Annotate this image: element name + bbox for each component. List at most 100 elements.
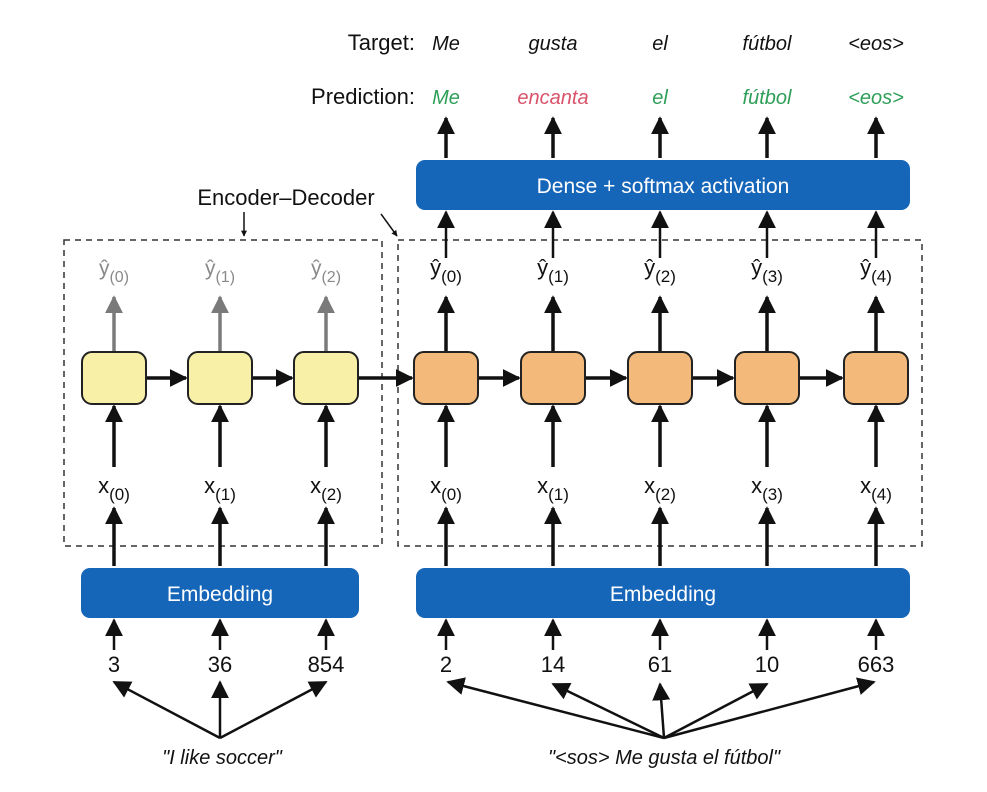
encoder-input-label-subscript: (2) [321, 485, 342, 504]
encoder-input-label-subscript: (0) [109, 485, 130, 504]
decoder-sentence-arrow [652, 682, 671, 739]
decoder-sentence: "<sos> Me gusta el fútbol" [548, 747, 781, 769]
decoder-output-label-subscript: (4) [871, 267, 892, 286]
decoder-token-id: 14 [541, 652, 565, 677]
decoder-input-label-base: x [644, 473, 655, 498]
target-label: Target: [348, 30, 415, 55]
decoder-sentence-arrow [663, 677, 876, 740]
encoder-sentence: "I like soccer" [162, 747, 283, 769]
decoder-output-label: ŷ(3) [751, 255, 783, 286]
decoder-output-label-subscript: (3) [762, 267, 783, 286]
target-token: fútbol [743, 33, 792, 55]
encoder-input-label: x(0) [98, 473, 130, 504]
encoder-sentence-arrow [112, 680, 221, 740]
decoder-column: ŷ(2)x(2) [627, 116, 693, 650]
encoder-token-id: 3 [108, 652, 120, 677]
dense-layer-box [416, 160, 910, 210]
decoder-sentence-arrow [551, 682, 665, 740]
decoder-output-label-base: ŷ [751, 255, 762, 280]
target-token: gusta [529, 33, 578, 55]
decoder-input-label-base: x [430, 473, 441, 498]
encoder-column: ŷ(1) x(1) [187, 257, 253, 650]
encoder-output-label-base: ŷ [311, 257, 322, 280]
encoder-sentence-arrow [219, 680, 328, 740]
decoder-embedding-label: Embedding [610, 583, 716, 606]
decoder-input-label-subscript: (1) [548, 485, 569, 504]
decoder-input-label-subscript: (3) [762, 485, 783, 504]
decoder-input-label-base: x [751, 473, 762, 498]
encoder-token-ids: 3 36 854 [108, 652, 344, 677]
decoder-column: ŷ(3)x(3) [734, 116, 800, 650]
prediction-token: encanta [517, 87, 588, 109]
encoder-output-label: ŷ(1) [205, 257, 235, 286]
encoder-output-label-base: ŷ [205, 257, 216, 280]
prediction-token: el [652, 87, 668, 109]
decoder-token-ids: 2 14 61 10 663 [440, 652, 894, 677]
encoder-input-label-base: x [310, 473, 321, 498]
decoder-column: ŷ(1)x(1) [520, 116, 586, 650]
encoder-output-label-subscript: (2) [321, 269, 341, 286]
decoder-output-label: ŷ(0) [430, 255, 462, 286]
decoder-cell [520, 351, 586, 405]
decoder-column: ŷ(4) x(4) [843, 116, 909, 650]
prediction-token: Me [432, 87, 460, 109]
decoder-token-id: 61 [648, 652, 672, 677]
decoder-token-id: 10 [755, 652, 779, 677]
decoder-embedding-box [416, 568, 910, 618]
decoder-output-label: ŷ(4) [860, 255, 892, 286]
sentence-fan-arrows [112, 677, 876, 740]
decoder-output-label-subscript: (2) [655, 267, 676, 286]
encoder-column: ŷ(0)x(0) [81, 257, 147, 650]
decoder-input-label: x(3) [751, 473, 783, 504]
encoder-dashed-box [63, 239, 383, 547]
encoder-cell [81, 351, 147, 405]
decoder-cell [413, 351, 479, 405]
target-token-row: Me gusta el fútbol <eos> [432, 33, 904, 55]
target-token: el [652, 33, 668, 55]
encoder-input-label-base: x [98, 473, 109, 498]
decoder-output-label-subscript: (0) [441, 267, 462, 286]
encoder-embedding-label: Embedding [167, 583, 273, 606]
encoder-cell [187, 351, 253, 405]
decoder-cell [627, 351, 693, 405]
encoder-cell [293, 351, 359, 405]
target-token: Me [432, 33, 460, 55]
decoder-cell [734, 351, 800, 405]
decoder-input-label: x(0) [430, 473, 462, 504]
encoder-embedding-box [81, 568, 359, 618]
encoder-output-label: ŷ(2) [311, 257, 341, 286]
decoder-input-label-base: x [537, 473, 548, 498]
encoder-input-label: x(1) [204, 473, 236, 504]
decoder-output-label-base: ŷ [537, 255, 548, 280]
decoder-input-label-subscript: (0) [441, 485, 462, 504]
decoder-columns: ŷ(0)x(0)ŷ(1)x(1)ŷ(2)x(2)ŷ(3)x(3)ŷ(4)x(4) [413, 116, 909, 650]
encoder-output-label-subscript: (0) [109, 269, 129, 286]
decoder-token-id: 2 [440, 652, 452, 677]
decoder-token-id: 663 [858, 652, 895, 677]
encoder-input-label-base: x [204, 473, 215, 498]
encoder-output-label-base: ŷ [99, 257, 110, 280]
encoder-columns: ŷ(0)x(0)ŷ(1)x(1)ŷ(2)x(2) [81, 257, 359, 650]
decoder-input-label: x(2) [644, 473, 676, 504]
group-pointer-arrow-decoder [380, 213, 398, 237]
decoder-sentence-arrow [446, 677, 665, 740]
decoder-output-label: ŷ(2) [644, 255, 676, 286]
target-token: <eos> [848, 33, 904, 55]
encoder-output-label: ŷ(0) [99, 257, 129, 286]
encoder-token-id: 854 [308, 652, 345, 677]
dense-layer-label: Dense + softmax activation [537, 175, 790, 198]
decoder-input-label-subscript: (2) [655, 485, 676, 504]
decoder-column: ŷ(0)x(0) [413, 116, 479, 650]
decoder-output-label-subscript: (1) [548, 267, 569, 286]
decoder-input-label: x(4) [860, 473, 892, 504]
prediction-label: Prediction: [311, 84, 415, 109]
decoder-output-label-base: ŷ [430, 255, 441, 280]
decoder-input-label-subscript: (4) [871, 485, 892, 504]
prediction-token: fútbol [743, 87, 792, 109]
encoder-token-id: 36 [208, 652, 232, 677]
decoder-cell [843, 351, 909, 405]
decoder-input-label: x(1) [537, 473, 569, 504]
decoder-output-label: ŷ(1) [537, 255, 569, 286]
